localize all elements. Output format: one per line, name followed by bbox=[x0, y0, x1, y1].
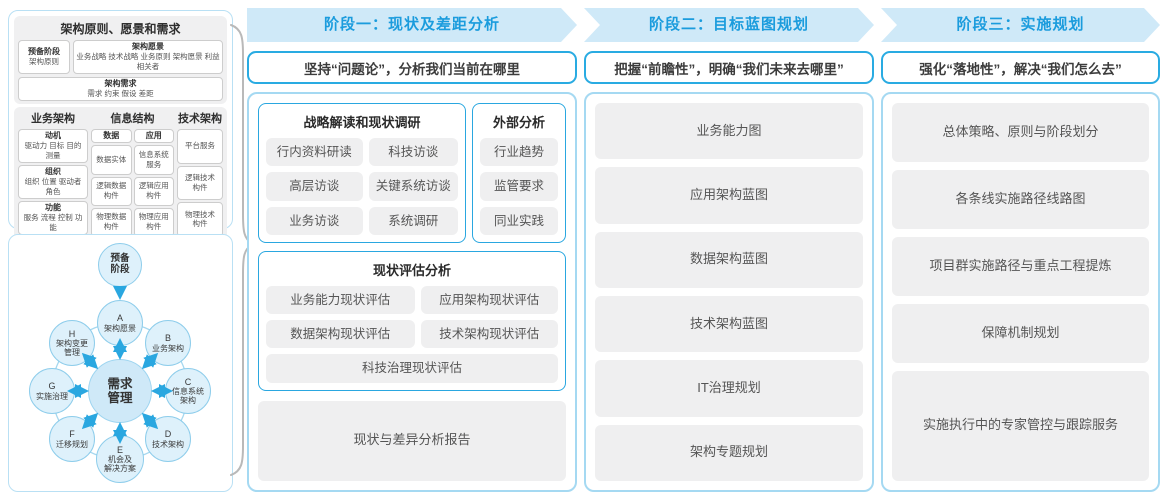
list-item: 技术架构蓝图 bbox=[595, 295, 863, 353]
list-item: 科技访谈 bbox=[368, 138, 458, 167]
list-item: 项目群实施路径与重点工程提炼 bbox=[892, 236, 1149, 296]
list-item: 架构专题规划 bbox=[595, 424, 863, 481]
list-item: 实施执行中的专家管控与跟踪服务 bbox=[892, 370, 1149, 482]
list-item: 技术架构现状评估 bbox=[420, 320, 558, 349]
adm-cycle-panel: 预备 阶段 需求 管理 A 架构愿景 B 业务架构 C 信息系统 架构 D 技术… bbox=[8, 234, 233, 492]
list-item: 科技治理现状评估 bbox=[266, 354, 558, 383]
business-architecture-column: 业务架构 动机 驱动力 目标 目的 测量 组织 组织 位置 驱动者 角色 功能 … bbox=[18, 110, 88, 237]
gap-analysis-report-box: 现状与差异分析报告 bbox=[258, 400, 566, 481]
technology-architecture-column: 技术架构 平台服务 逻辑技术 构件 物理技术 构件 bbox=[177, 110, 223, 237]
adm-node-f: F 迁移规划 bbox=[49, 416, 95, 462]
list-item: 数据架构现状评估 bbox=[266, 320, 415, 349]
data-subcolumn: 数据 数据实体 逻辑数据 构件 物理数据 构件 bbox=[91, 129, 132, 237]
list-item: 应用架构蓝图 bbox=[595, 167, 863, 224]
phase-3-body: 总体策略、原则与阶段划分 各条线实施路径线路图 项目群实施路径与重点工程提炼 保… bbox=[881, 92, 1160, 492]
strategy-research-box: 战略解读和现状调研 行内资料研读 科技访谈 高层访谈 关键系统访谈 业务访谈 系… bbox=[258, 103, 466, 243]
organization-box: 组织 组织 位置 驱动者 角色 bbox=[18, 164, 88, 199]
list-item: 总体策略、原则与阶段划分 bbox=[892, 103, 1149, 162]
phase-1-header: 阶段一：现状及差距分析 bbox=[247, 8, 577, 42]
list-item: 数据架构蓝图 bbox=[595, 231, 863, 288]
list-item: 同业实践 bbox=[480, 206, 558, 235]
phase-2-column: 阶段二：目标蓝图规划 把握“前瞻性”，明确“我们未来去哪里” 业务能力图 应用架… bbox=[584, 8, 874, 492]
current-state-assessment-box: 现状评估分析 业务能力现状评估 应用架构现状评估 数据架构现状评估 技术架构现状… bbox=[258, 250, 566, 391]
architecture-framework-panel: 架构原则、愿景和需求 预备阶段 架构原则 架构愿景 业务战略 技术战略 业务原则… bbox=[8, 10, 233, 284]
phase-2-header: 阶段二：目标蓝图规划 bbox=[584, 8, 874, 42]
list-item: 行业趋势 bbox=[480, 138, 558, 167]
list-item: 系统调研 bbox=[368, 206, 458, 235]
phase-2-body: 业务能力图 应用架构蓝图 数据架构蓝图 技术架构蓝图 IT治理规划 架构专题规划 bbox=[584, 92, 874, 492]
phase-3-subtitle: 强化“落地性”，解决“我们怎么去” bbox=[881, 51, 1160, 84]
list-item: 业务能力现状评估 bbox=[266, 285, 415, 314]
framework-title: 架构原则、愿景和需求 bbox=[60, 22, 181, 36]
principles-section: 架构原则、愿景和需求 预备阶段 架构原则 架构愿景 业务战略 技术战略 业务原则… bbox=[14, 16, 227, 105]
motivation-box: 动机 驱动力 目标 目的 测量 bbox=[18, 129, 88, 163]
list-item: 行内资料研读 bbox=[266, 138, 363, 167]
application-subcolumn: 应用 信息系统 服务 逻辑应用 构件 物理应用 构件 bbox=[133, 129, 174, 237]
phase-2-subtitle: 把握“前瞻性”，明确“我们未来去哪里” bbox=[584, 51, 874, 84]
phase-3-column: 阶段三：实施规划 强化“落地性”，解决“我们怎么去” 总体策略、原则与阶段划分 … bbox=[881, 8, 1160, 492]
list-item: 关键系统访谈 bbox=[368, 172, 458, 201]
list-item: 应用架构现状评估 bbox=[420, 285, 558, 314]
list-item: 业务能力图 bbox=[595, 103, 863, 160]
phase-1-subtitle: 坚持“问题论”，分析我们当前在哪里 bbox=[247, 51, 577, 84]
list-item: 监管要求 bbox=[480, 172, 558, 201]
external-analysis-box: 外部分析 行业趋势 监管要求 同业实践 bbox=[472, 103, 566, 243]
list-item: 业务访谈 bbox=[266, 206, 363, 235]
list-item: 高层访谈 bbox=[266, 172, 363, 201]
list-item: 保障机制规划 bbox=[892, 303, 1149, 363]
information-structure-column: 信息结构 数据 数据实体 逻辑数据 构件 物理数据 构件 应用 信息系统 服务 … bbox=[91, 110, 174, 237]
architecture-vision-box: 架构愿景 业务战略 技术战略 业务原则 架构愿景 利益相关者 bbox=[73, 40, 223, 74]
phase-1-body: 战略解读和现状调研 行内资料研读 科技访谈 高层访谈 关键系统访谈 业务访谈 系… bbox=[247, 92, 577, 492]
prep-phase-box: 预备阶段 架构原则 bbox=[18, 40, 70, 74]
architecture-requirement-box: 架构需求 需求 约束 假设 差距 bbox=[18, 76, 223, 102]
list-item: IT治理规划 bbox=[595, 360, 863, 417]
phase-3-header: 阶段三：实施规划 bbox=[881, 8, 1160, 42]
function-box: 功能 服务 流程 控制 功能 bbox=[18, 200, 88, 235]
adm-cycle-diagram: 预备 阶段 需求 管理 A 架构愿景 B 业务架构 C 信息系统 架构 D 技术… bbox=[9, 235, 231, 490]
architecture-domains-section: 业务架构 动机 驱动力 目标 目的 测量 组织 组织 位置 驱动者 角色 功能 … bbox=[14, 107, 227, 240]
list-item: 各条线实施路径线路图 bbox=[892, 169, 1149, 229]
phases-container: 阶段一：现状及差距分析 坚持“问题论”，分析我们当前在哪里 战略解读和现状调研 … bbox=[247, 8, 1160, 492]
adm-arrows bbox=[67, 286, 173, 444]
phase-1-column: 阶段一：现状及差距分析 坚持“问题论”，分析我们当前在哪里 战略解读和现状调研 … bbox=[247, 8, 577, 492]
